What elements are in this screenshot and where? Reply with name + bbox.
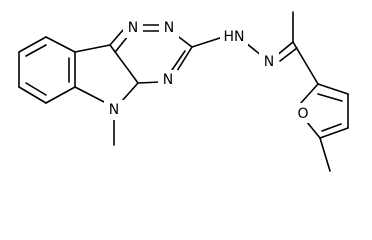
atom-background — [259, 52, 279, 72]
atom-n-triazine-top-left: N — [128, 20, 138, 36]
double-bond-inner — [25, 82, 47, 96]
bond — [74, 44, 111, 53]
bond — [137, 81, 162, 84]
double-bond-inner — [321, 123, 342, 132]
double-bond-inner — [317, 93, 343, 102]
bond — [18, 86, 47, 104]
atom-n-indole: N — [109, 102, 119, 118]
atom-background — [123, 18, 143, 38]
atom-background — [158, 70, 178, 90]
bond — [45, 36, 76, 53]
double-bond-inner — [115, 35, 129, 52]
atom-nh-hydrazone: HN — [224, 29, 245, 45]
double-bond-inner — [25, 44, 47, 57]
bond — [306, 121, 321, 139]
bond — [120, 82, 139, 103]
atom-n-triazine-bottom: N — [163, 72, 173, 88]
atom-o-furan: O — [297, 106, 308, 122]
bond — [74, 86, 109, 105]
atom-background — [293, 103, 313, 123]
atom-labels: N N N N HN N O — [104, 18, 313, 123]
bond — [109, 29, 124, 46]
atom-n-triazine-top-right: N — [164, 20, 174, 36]
double-bond-inner — [171, 50, 186, 71]
bond — [109, 44, 139, 84]
atom-background — [104, 100, 124, 120]
bond — [191, 36, 224, 48]
double-bond-inner — [279, 47, 298, 62]
bond — [45, 86, 76, 104]
bonds — [18, 11, 349, 172]
bond — [319, 137, 331, 172]
bond — [18, 36, 47, 53]
bond — [317, 83, 349, 95]
atom-background — [159, 18, 179, 38]
atom-n-imine: N — [264, 54, 274, 70]
bond — [299, 83, 319, 105]
bond — [176, 46, 193, 72]
structure-diagram: N N N N HN N O — [18, 11, 349, 172]
bond — [292, 41, 319, 85]
bond — [319, 127, 349, 139]
atom-background — [220, 28, 248, 48]
